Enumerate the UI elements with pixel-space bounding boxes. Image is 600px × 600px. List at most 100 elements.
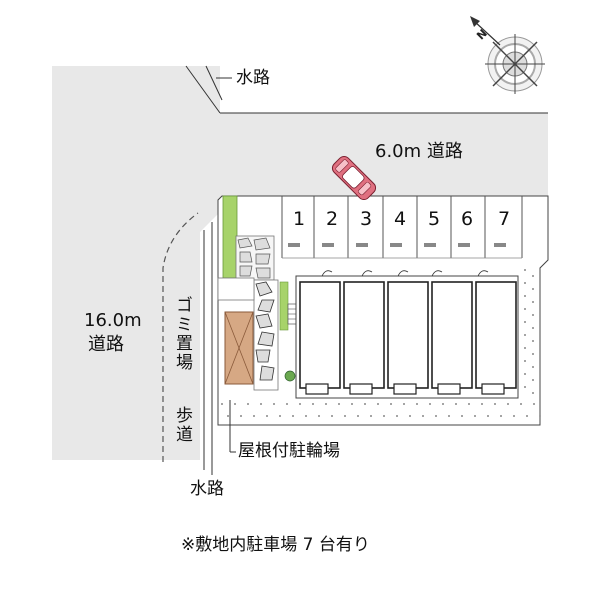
road-left-name-label: 道路 <box>88 334 124 355</box>
gravel-dot <box>532 392 534 394</box>
gravel-dot <box>524 308 526 310</box>
gravel-dots <box>221 269 541 417</box>
gravel-dot <box>524 282 526 284</box>
gravel-dot <box>526 415 528 417</box>
gravel-dot <box>279 415 281 417</box>
garbage-area-outline <box>217 277 255 301</box>
gravel-dot <box>221 403 223 405</box>
gravel-dot <box>396 415 398 417</box>
gravel-dot <box>344 415 346 417</box>
gravel-dot <box>520 403 522 405</box>
gravel-dot <box>481 403 483 405</box>
road-surface <box>52 66 548 460</box>
gravel-dot <box>234 403 236 405</box>
sidewalk-line <box>162 212 199 462</box>
gravel-dot <box>370 415 372 417</box>
parking-space-label: 4 <box>394 208 407 230</box>
gravel-dot <box>409 415 411 417</box>
water-channel-top-line-1 <box>185 65 221 114</box>
water-channel-top-line-2 <box>205 65 223 101</box>
gravel-dot <box>532 327 534 329</box>
gravel-dot <box>532 275 534 277</box>
gravel-dot <box>539 415 541 417</box>
gravel-dot <box>468 403 470 405</box>
car-icon <box>331 155 377 201</box>
parking-space-label: 2 <box>326 208 339 230</box>
gravel-dot <box>532 366 534 368</box>
stone-wall <box>235 235 279 391</box>
gravel-dot <box>266 415 268 417</box>
gravel-dot <box>273 403 275 405</box>
gravel-dot <box>524 347 526 349</box>
gravel-dot <box>260 403 262 405</box>
parking-stop-marks <box>288 243 506 247</box>
gravel-dot <box>532 314 534 316</box>
gravel-dot <box>429 403 431 405</box>
gravel-dot <box>500 415 502 417</box>
water-top-label: 水路 <box>236 68 270 88</box>
parking-grid <box>281 196 523 259</box>
gravel-dot <box>247 403 249 405</box>
gravel-dot <box>416 403 418 405</box>
road-left-width-label: 16.0m <box>84 310 142 331</box>
gravel-dot <box>325 403 327 405</box>
gravel-dot <box>435 415 437 417</box>
garbage-label: ゴミ置場 <box>172 296 192 372</box>
bike-parking-label: 屋根付駐輪場 <box>238 441 340 461</box>
gravel-dot <box>286 403 288 405</box>
gravel-dot <box>513 415 515 417</box>
gravel-dot <box>312 403 314 405</box>
parking-space-label: 7 <box>498 208 511 230</box>
gravel-dot <box>524 334 526 336</box>
water-bottom-label: 水路 <box>190 479 224 499</box>
gravel-dot <box>487 415 489 417</box>
parking-space-label: 6 <box>461 208 474 230</box>
footnote: ※敷地内駐車場 7 台有り <box>181 535 370 555</box>
gravel-dot <box>338 403 340 405</box>
gravel-dot <box>357 415 359 417</box>
gravel-dot <box>351 403 353 405</box>
gravel-dot <box>455 403 457 405</box>
gravel-dot <box>524 373 526 375</box>
compass-icon <box>470 16 545 94</box>
parking-space-label: 1 <box>293 208 306 230</box>
gravel-dot <box>524 360 526 362</box>
sidewalk-label: 歩道 <box>172 406 192 444</box>
gravel-dot <box>318 415 320 417</box>
gravel-dot <box>240 415 242 417</box>
gravel-dot <box>403 403 405 405</box>
building-units <box>299 281 517 395</box>
gravel-dot <box>507 403 509 405</box>
gravel-dot <box>524 321 526 323</box>
gravel-dot <box>494 403 496 405</box>
gravel-dot <box>227 415 229 417</box>
gravel-dot <box>524 269 526 271</box>
gravel-dot <box>331 415 333 417</box>
gravel-dot <box>422 415 424 417</box>
gravel-dot <box>292 415 294 417</box>
road-top-label: 6.0m 道路 <box>375 141 463 162</box>
gravel-dot <box>253 415 255 417</box>
gravel-dot <box>532 353 534 355</box>
gravel-dot <box>448 415 450 417</box>
parking-space-label: 3 <box>360 208 373 230</box>
gravel-dot <box>299 403 301 405</box>
gravel-dot <box>524 295 526 297</box>
gravel-dot <box>533 403 535 405</box>
gravel-dot <box>474 415 476 417</box>
planting-strip <box>222 195 238 279</box>
parking-space-label: 5 <box>428 208 441 230</box>
gravel-dot <box>461 415 463 417</box>
gravel-dot <box>532 379 534 381</box>
gravel-dot <box>390 403 392 405</box>
door-swings <box>321 270 489 277</box>
shrub <box>284 370 296 382</box>
compass-north-label: N <box>474 27 490 43</box>
gravel-dot <box>305 415 307 417</box>
gravel-dot <box>442 403 444 405</box>
gravel-dot <box>532 340 534 342</box>
gravel-dot <box>377 403 379 405</box>
gravel-dot <box>364 403 366 405</box>
